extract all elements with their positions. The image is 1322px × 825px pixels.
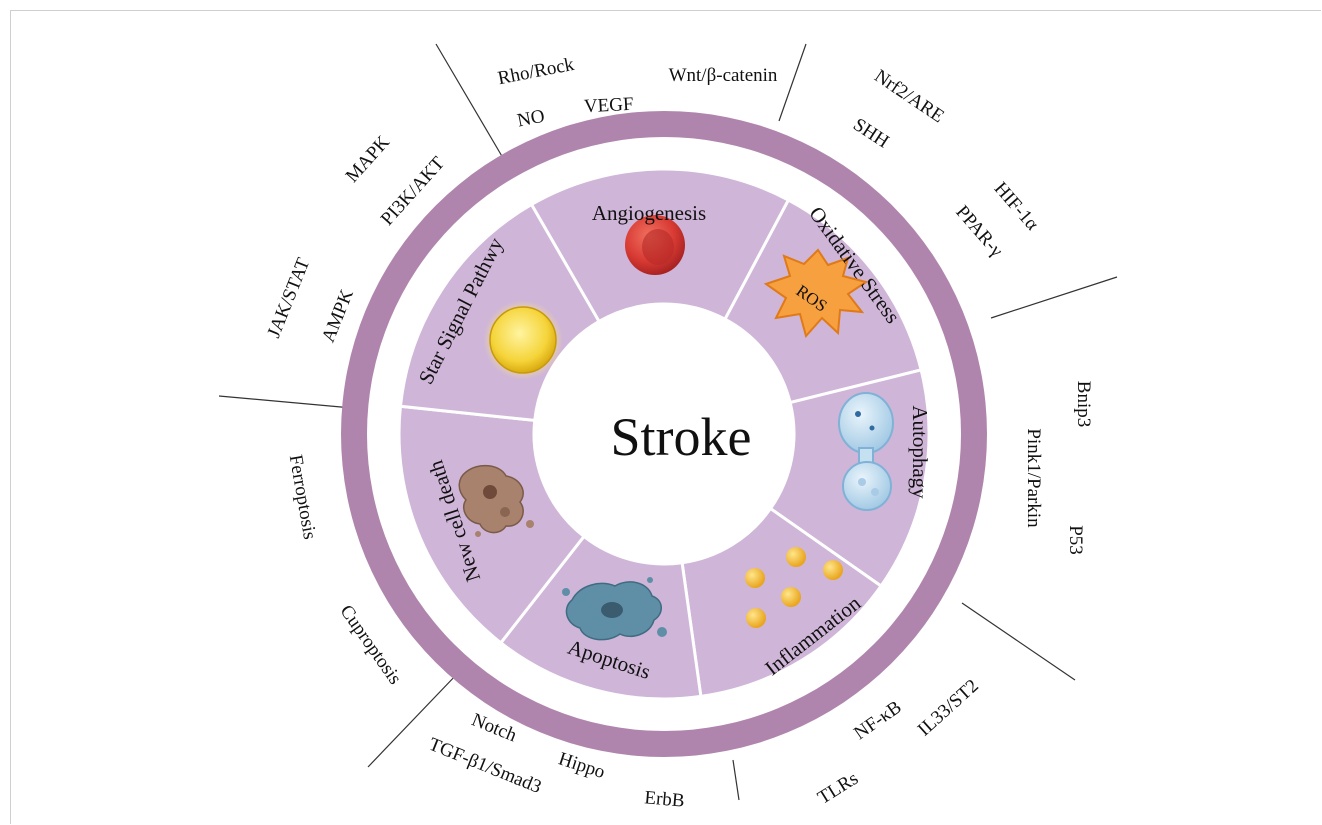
label-erbb: ErbB: [644, 787, 686, 811]
label-ampk: AMPK: [318, 286, 358, 345]
label-hif-1a: HIF-1α: [990, 178, 1043, 234]
label-ferroptosis: Ferroptosis: [285, 453, 321, 541]
label-rho-rock: Rho/Rock: [496, 54, 576, 89]
label-tlrs: TLRs: [814, 768, 862, 809]
label-nrf2-are: Nrf2/ARE: [870, 66, 947, 128]
label-ppar-gamma: PPAR-γ: [951, 202, 1007, 261]
segment-label-autophagy: Autophagy: [908, 405, 932, 499]
label-tgf-b1-smad3: TGF-β1/Smad3: [426, 734, 545, 798]
label-hippo: Hippo: [556, 748, 608, 783]
leader-line: [219, 396, 352, 408]
glowing-sphere-icon: [483, 300, 563, 380]
leader-line: [962, 603, 1075, 680]
label-nf-kb: NF-κB: [850, 697, 905, 745]
leader-line: [779, 44, 806, 121]
label-il33-st2: IL33/ST2: [914, 675, 983, 740]
leader-line: [733, 760, 739, 800]
leader-line: [991, 277, 1117, 318]
label-mapk: MAPK: [342, 132, 395, 187]
leader-line: [436, 44, 503, 158]
center-label: Stroke: [611, 407, 752, 467]
label-p53: P53: [1065, 525, 1086, 555]
label-vegf: VEGF: [583, 94, 634, 118]
label-pink1-parkin: Pink1/Parkin: [1023, 428, 1044, 528]
label-bnip3: Bnip3: [1073, 381, 1094, 427]
segment-label-angiogenesis: Angiogenesis: [592, 201, 706, 225]
label-wnt-beta-catenin: Wnt/β-catenin: [669, 65, 778, 86]
label-shh: SHH: [849, 114, 893, 152]
label-jak-stat: JAK/STAT: [263, 255, 314, 341]
label-no: NO: [515, 106, 546, 132]
label-cuproptosis: Cuproptosis: [336, 601, 406, 688]
